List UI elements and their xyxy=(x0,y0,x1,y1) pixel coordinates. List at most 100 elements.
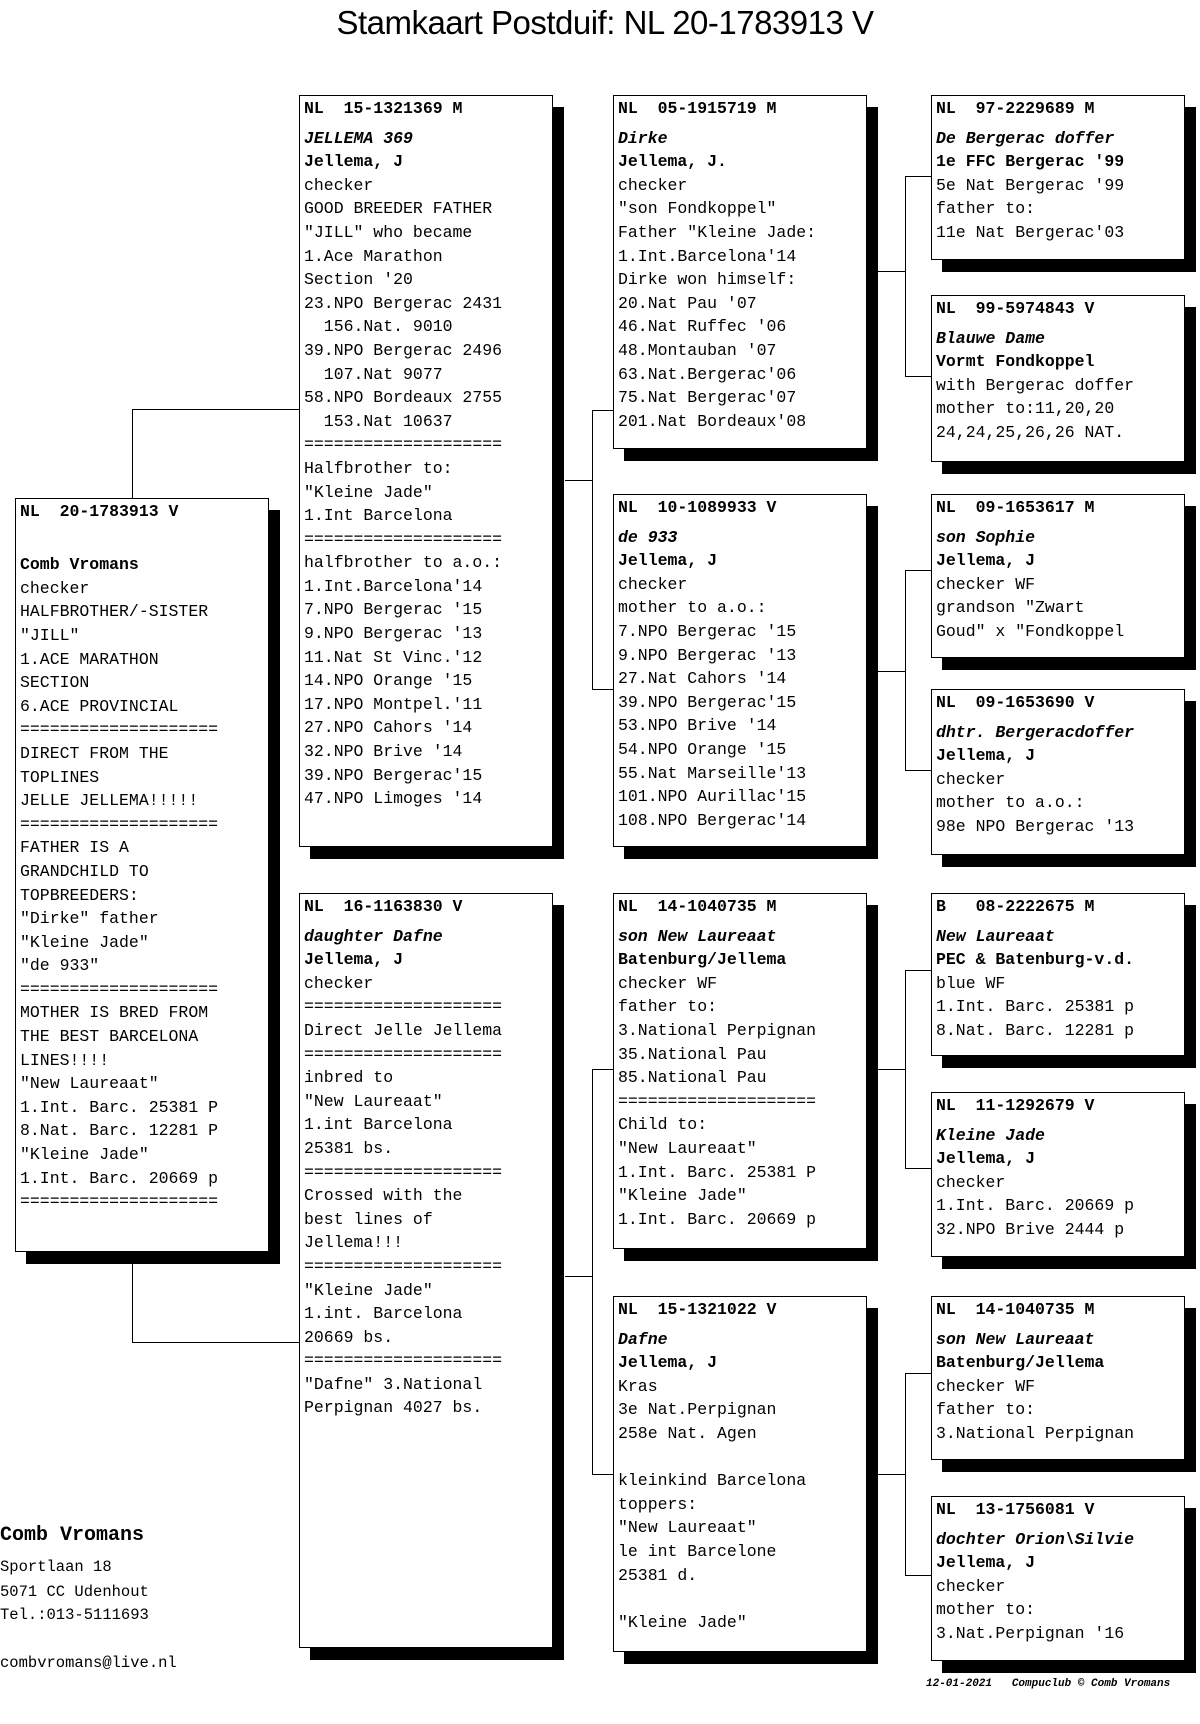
info-line: "Kleine Jade" xyxy=(618,1186,747,1206)
info-line xyxy=(618,1587,862,1611)
owner-street: Sportlaan 18 xyxy=(0,1558,112,1576)
info-line: mother to:11,20,20 xyxy=(936,399,1115,419)
pigeon-name: son Sophie xyxy=(936,527,1036,547)
ring-number: NL 14-1040735 M xyxy=(936,1300,1095,1319)
info-line: ==================== xyxy=(304,1351,503,1371)
ring-number: NL 11-1292679 V xyxy=(936,1096,1095,1115)
info-line: 47.NPO Limoges '14 xyxy=(304,789,483,809)
info-line: Father "Kleine Jade: xyxy=(618,222,817,242)
info-line: "Dafne" 3.National xyxy=(304,1374,483,1394)
info-line: JELLE JELLEMA!!!!! xyxy=(20,791,199,811)
info-line: "New Laureaat" xyxy=(618,1138,757,1158)
info-line: checker xyxy=(304,973,374,993)
info-line: Direct Jelle Jellema xyxy=(304,1020,503,1040)
ring-number: NL 99-5974843 V xyxy=(936,299,1095,318)
info-line: ==================== xyxy=(20,1192,219,1212)
info-line: checker WF xyxy=(936,574,1036,594)
info-line: 6.ACE PROVINCIAL xyxy=(20,696,179,716)
info-line: checker WF xyxy=(618,973,718,993)
info-line: 1.Int. Barc. 25381 P xyxy=(20,1097,219,1117)
info-line: 1.Int. Barc. 25381 p xyxy=(936,997,1135,1017)
info-line: Child to: xyxy=(618,1115,708,1135)
info-line: "Kleine Jade" xyxy=(618,1612,747,1632)
breeder-line: Jellema, J xyxy=(936,1149,1036,1169)
info-line: 3e Nat.Perpignan xyxy=(618,1400,777,1420)
breeder-line: Jellema, J xyxy=(936,551,1036,571)
info-line: "JILL" who became xyxy=(304,222,473,242)
info-line: 24,24,25,26,26 NAT. xyxy=(936,422,1125,442)
info-line: 7.NPO Bergerac '15 xyxy=(304,600,483,620)
info-line: Section '20 xyxy=(304,270,413,290)
info-line: THE BEST BARCELONA xyxy=(20,1027,199,1047)
info-line: toppers: xyxy=(618,1494,698,1514)
info-line: father to: xyxy=(936,199,1036,219)
pigeon-name: son New Laureaat xyxy=(618,926,777,946)
info-line: 39.NPO Bergerac'15 xyxy=(304,765,483,785)
info-line: 107.Nat 9077 xyxy=(304,364,443,384)
breeder-line: Jellema, J xyxy=(304,950,404,970)
info-line: 39.NPO Bergerac 2496 xyxy=(304,340,503,360)
info-line: Halfbrother to: xyxy=(304,458,453,478)
info-line: with Bergerac doffer xyxy=(936,375,1135,395)
info-line: TOPBREEDERS: xyxy=(20,885,139,905)
info-line: halfbrother to a.o.: xyxy=(304,553,503,573)
info-line: checker xyxy=(304,175,374,195)
info-line xyxy=(618,1446,862,1470)
pigeon-name xyxy=(20,530,264,554)
info-line: 20669 bs. xyxy=(304,1327,394,1347)
info-line: mother to a.o.: xyxy=(618,598,767,618)
info-line: 20.Nat Pau '07 xyxy=(618,293,757,313)
ring-number: NL 05-1915719 M xyxy=(618,99,777,118)
ring-number: NL 15-1321369 M xyxy=(304,99,463,118)
pigeon-name: Dirke xyxy=(618,128,668,148)
info-line: ==================== xyxy=(20,814,219,834)
breeder-line: Jellema, J xyxy=(936,746,1036,766)
info-line: 1.ACE MARATHON xyxy=(20,649,159,669)
ring-number: NL 10-1089933 V xyxy=(618,498,777,517)
info-line: "son Fondkoppel" xyxy=(618,199,777,219)
breeder-line: Batenburg/Jellema xyxy=(618,950,787,970)
info-line: "Kleine Jade" xyxy=(20,1145,149,1165)
owner-name: Comb Vromans xyxy=(0,1524,145,1547)
info-line: GRANDCHILD TO xyxy=(20,861,149,881)
info-line: checker xyxy=(618,574,688,594)
info-line: Dirke won himself: xyxy=(618,270,797,290)
info-line: 35.National Pau xyxy=(618,1044,767,1064)
info-line: checker xyxy=(936,1576,1006,1596)
owner-city: 5071 CC Udenhout xyxy=(0,1583,149,1601)
info-line: ==================== xyxy=(304,1162,503,1182)
info-line: 3.National Perpignan xyxy=(936,1423,1135,1443)
info-line: 5e Nat Bergerac '99 xyxy=(936,175,1125,195)
info-line: "Kleine Jade" xyxy=(304,482,433,502)
pigeon-name: daughter Dafne xyxy=(304,926,443,946)
info-line: 48.Montauban '07 xyxy=(618,340,777,360)
info-line: "Dirke" father xyxy=(20,909,159,929)
info-line: DIRECT FROM THE xyxy=(20,743,169,763)
info-line: Kras xyxy=(618,1376,658,1396)
info-line: 8.Nat. Barc. 12281 P xyxy=(20,1121,219,1141)
ring-number: NL 97-2229689 M xyxy=(936,99,1095,118)
info-line: 17.NPO Montpel.'11 xyxy=(304,694,483,714)
info-line: 39.NPO Bergerac'15 xyxy=(618,692,797,712)
info-line: ==================== xyxy=(304,1044,503,1064)
info-line: "de 933" xyxy=(20,956,100,976)
info-line: 9.NPO Bergerac '13 xyxy=(618,645,797,665)
breeder-line: Jellema, J xyxy=(304,152,404,172)
info-line: 156.Nat. 9010 xyxy=(304,317,453,337)
info-line: HALFBROTHER/-SISTER xyxy=(20,602,209,622)
info-line: "New Laureaat" xyxy=(304,1091,443,1111)
breeder-line: Jellema, J xyxy=(936,1553,1036,1573)
info-line: ==================== xyxy=(304,997,503,1017)
pigeon-name: Kleine Jade xyxy=(936,1125,1045,1145)
info-line: 55.Nat Marseille'13 xyxy=(618,763,807,783)
info-line: checker xyxy=(618,175,688,195)
info-line: father to: xyxy=(618,997,718,1017)
